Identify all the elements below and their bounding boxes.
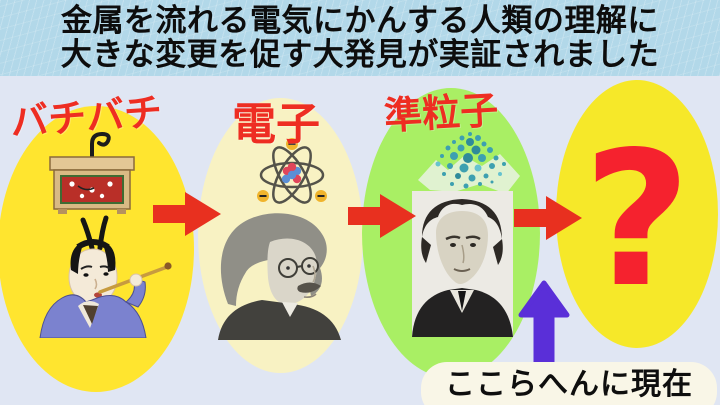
current-position-arrow-icon xyxy=(518,280,570,368)
title-line-2: 大きな変更を促す大発見が実証されました xyxy=(60,37,660,73)
electron-icons xyxy=(257,138,327,202)
title-banner: 金属を流れる電気にかんする人類の理解に 大きな変更を促す大発見が実証されました xyxy=(0,0,720,76)
flow-arrow-icon-3 xyxy=(514,196,582,240)
current-position-label: ここらへんに現在 xyxy=(421,362,717,405)
stage-label-bachibachi: バチバチ xyxy=(8,89,164,145)
lev-landau-portrait xyxy=(412,191,513,337)
edo-man-figure xyxy=(39,215,172,338)
jj-thomson-portrait xyxy=(218,213,341,340)
elekiter-edo-man-illustration xyxy=(39,131,172,338)
title-line-1: 金属を流れる電気にかんする人類の理解に xyxy=(61,3,659,39)
elekiter-box-icon xyxy=(49,131,135,214)
flow-arrow-icon-2 xyxy=(348,194,416,238)
atom-icon xyxy=(257,138,327,204)
stage-label-junryushi: 準粒子 xyxy=(383,88,500,138)
question-mark: ? xyxy=(583,111,691,328)
flow-arrow-icon-1 xyxy=(153,192,221,236)
quasiparticle-dots-icon xyxy=(418,132,520,194)
nucleus-icon xyxy=(281,162,302,184)
current-position-text: ここらへんに現在 xyxy=(445,367,693,402)
stage-label-denshi: 電子 xyxy=(232,99,320,150)
stage-oval-unknown xyxy=(556,80,718,348)
